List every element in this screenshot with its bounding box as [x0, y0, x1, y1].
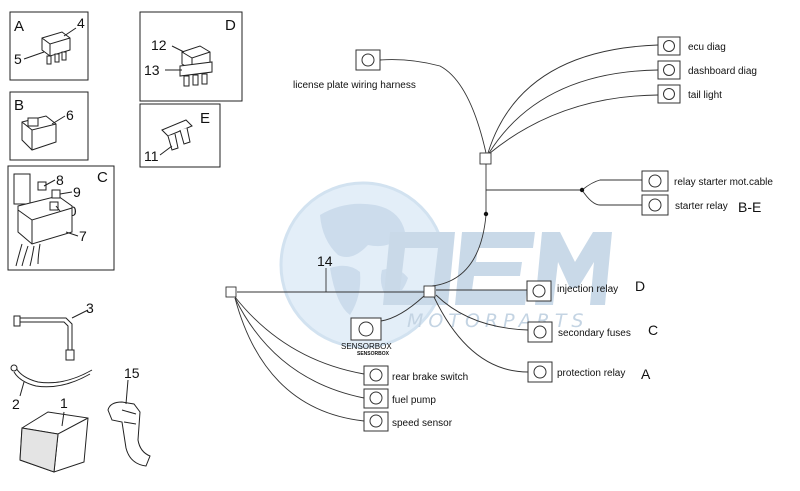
- part-number-2: 2: [12, 396, 20, 412]
- connector-injection-relay: injection relay D: [526, 278, 645, 302]
- harness-junction-upper: [479, 152, 492, 165]
- connector-label: secondary fuses: [558, 328, 631, 339]
- part-number-1: 1: [60, 395, 68, 411]
- connector-label: relay starter mot.cable: [674, 177, 773, 188]
- connector-speed-sensor: speed sensor: [363, 411, 453, 432]
- connector-secondary-fuses: secondary fuses C: [527, 321, 658, 343]
- connector-sensorbox: SENSORBOX SENSORBOX: [341, 317, 392, 357]
- connector-relay-starter-mot: relay starter mot.cable: [641, 170, 773, 192]
- connector-label: rear brake switch: [392, 372, 468, 383]
- battery-cable-icon: [10, 364, 93, 388]
- connector-tail-light: tail light: [657, 84, 722, 104]
- group-label-e: E: [200, 110, 210, 127]
- group-label-a: A: [14, 18, 24, 35]
- part-number-7: 7: [79, 228, 87, 244]
- group-suffix: C: [648, 322, 658, 338]
- part-box-b: B 6: [9, 91, 89, 161]
- fuse-holder-icon: [21, 115, 57, 151]
- connector-label: dashboard diag: [688, 66, 757, 77]
- group-suffix: A: [641, 366, 651, 382]
- part-box-d: D 12 13: [139, 11, 243, 102]
- connector-label: tail light: [688, 90, 722, 101]
- connector-ecu-diag: ecu diag: [657, 36, 726, 56]
- connector-rear-brake-switch: rear brake switch: [363, 365, 468, 386]
- connector-label: license plate wiring harness: [293, 80, 416, 91]
- fuse-box-icon: [13, 173, 73, 267]
- group-label-b: B: [14, 97, 24, 114]
- connector-label: speed sensor: [392, 418, 453, 429]
- part-number-14: 14: [317, 253, 333, 269]
- part-number-12: 12: [151, 37, 167, 53]
- blade-fuse-icon: [161, 119, 193, 151]
- battery-icon: [19, 411, 89, 473]
- connector-dashboard-diag: dashboard diag: [657, 60, 757, 80]
- group-suffix: D: [635, 278, 645, 294]
- connector-license-plate: license plate wiring harness: [293, 49, 416, 91]
- harness-junction-center: [423, 285, 436, 298]
- loose-parts: 3 2 1 15: [10, 300, 151, 473]
- connector-sublabel: SENSORBOX: [357, 351, 390, 357]
- rubber-boot-icon: [107, 401, 151, 467]
- part-number-13: 13: [144, 62, 160, 78]
- ground-cable-icon: [13, 315, 75, 361]
- group-label-c: C: [97, 169, 108, 186]
- part-number-6: 6: [66, 107, 74, 123]
- part-box-c: C 8 9 10 7: [7, 165, 115, 271]
- connector-label: fuel pump: [392, 395, 436, 406]
- part-number-15: 15: [124, 365, 140, 381]
- splice-dot: [579, 187, 585, 193]
- relay-small-icon: [41, 31, 71, 65]
- part-number-11: 11: [144, 148, 159, 164]
- splice-dot: [483, 211, 489, 217]
- group-label-d: D: [225, 17, 236, 34]
- connector-label: injection relay: [557, 284, 618, 295]
- harness-junction-left: [225, 286, 237, 298]
- watermark: MOTORPARTS: [279, 181, 612, 349]
- connector-label: starter relay: [675, 201, 728, 212]
- part-box-e: E 11: [139, 103, 221, 168]
- part-box-a: A 4 5: [9, 11, 89, 81]
- connector-label: ecu diag: [688, 42, 726, 53]
- connector-label: SENSORBOX: [341, 342, 392, 351]
- part-number-8: 8: [56, 172, 64, 188]
- connector-protection-relay: protection relay A: [527, 361, 651, 383]
- connector-label: protection relay: [557, 368, 625, 379]
- part-number-9: 9: [73, 184, 81, 200]
- part-number-3: 3: [86, 300, 94, 316]
- watermark-logo: [383, 232, 612, 305]
- part-number-4: 4: [77, 15, 85, 31]
- part-number-5: 5: [14, 51, 22, 67]
- connector-starter-relay: starter relay B-E: [641, 194, 761, 216]
- group-suffix: B-E: [738, 199, 761, 215]
- relay-large-icon: [179, 45, 213, 87]
- connector-fuel-pump: fuel pump: [363, 388, 436, 409]
- wiring-lines: [234, 44, 659, 422]
